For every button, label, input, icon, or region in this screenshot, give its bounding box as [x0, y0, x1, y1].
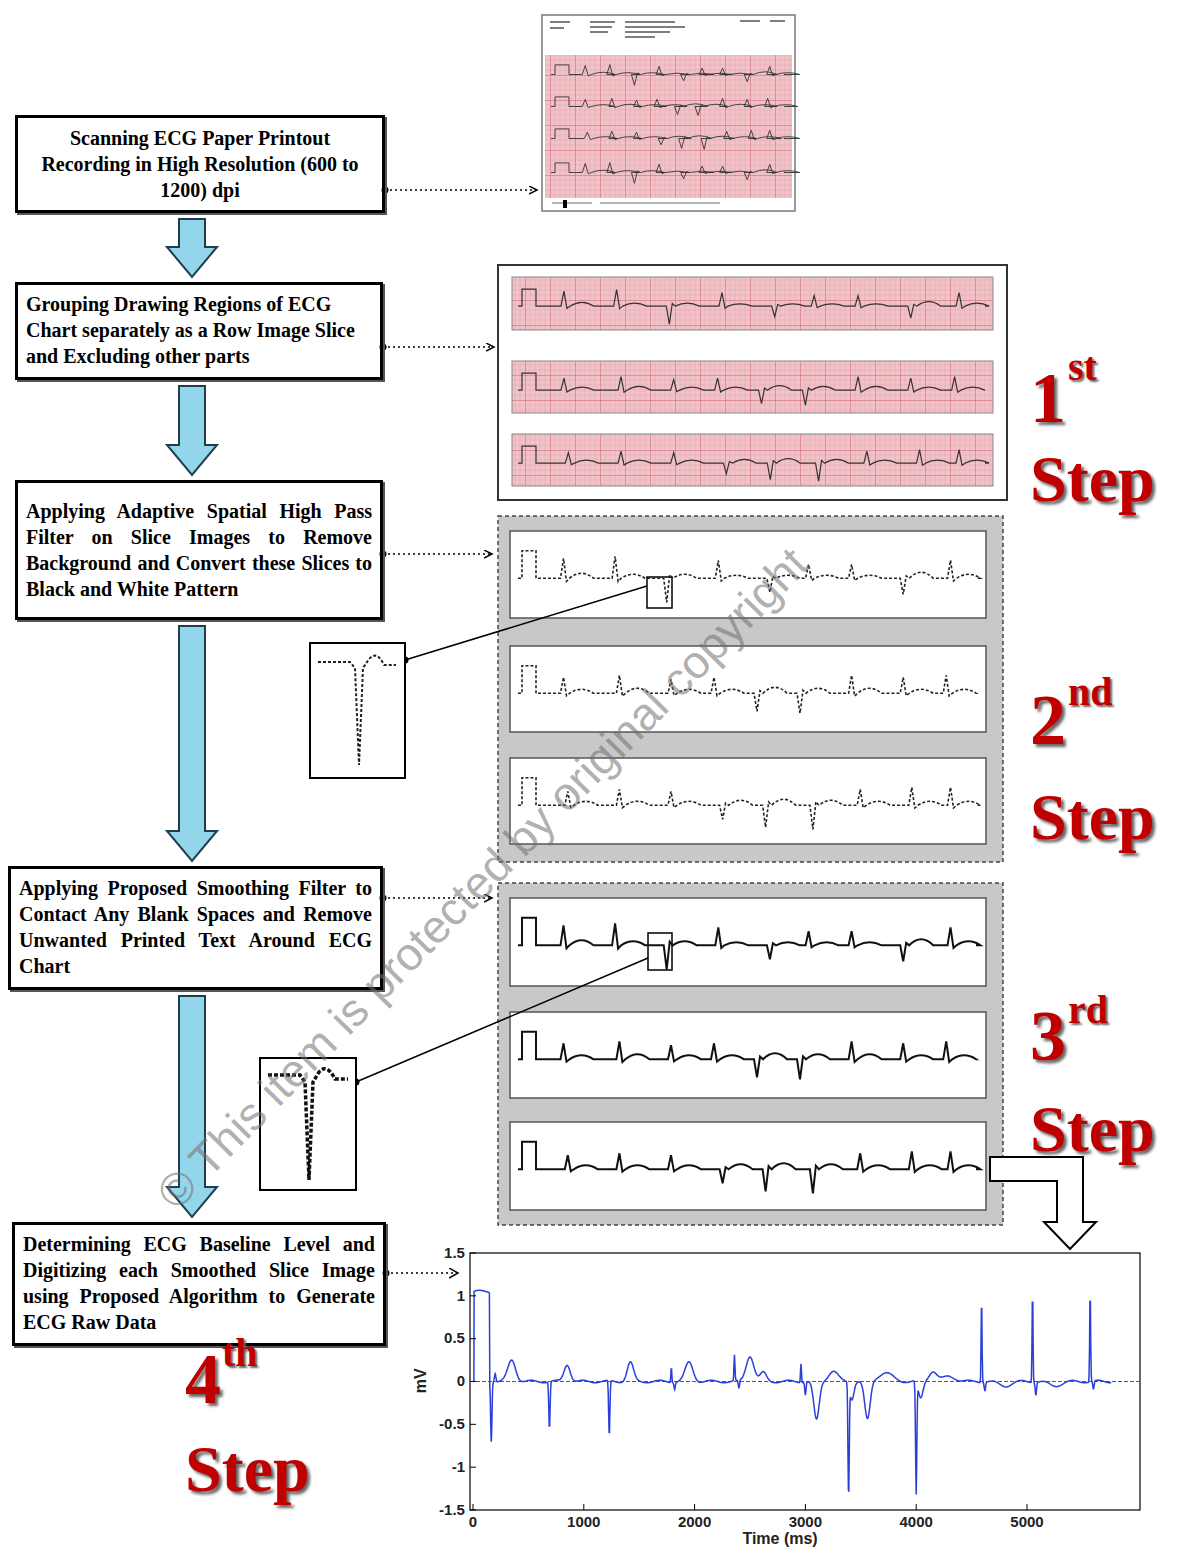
tick-label: 0: [469, 1514, 477, 1531]
box-text: Determining ECG Baseline Level and Digit…: [15, 1225, 383, 1341]
step-suffix: nd: [1068, 672, 1113, 712]
process-box: Determining ECG Baseline Level and Digit…: [12, 1222, 386, 1346]
tick-label: 0.5: [444, 1330, 465, 1347]
step-word: Step: [1030, 784, 1155, 850]
tick-label: 1: [457, 1288, 465, 1305]
leader-line: [405, 586, 647, 660]
flow-arrow: [167, 386, 217, 475]
box-text: Applying Proposed Smoothing Filter to Co…: [11, 869, 380, 985]
tick: [473, 1504, 474, 1510]
slice-trace: [518, 289, 989, 324]
tick-label: -1.5: [439, 1502, 465, 1519]
tick-label: 4000: [900, 1514, 933, 1531]
tick: [916, 1504, 917, 1510]
smooth-slice: [510, 1122, 986, 1210]
step-suffix: th: [222, 1333, 258, 1373]
tick: [470, 1424, 476, 1425]
smooth-panel: [498, 883, 1003, 1225]
flow-arrow: [167, 996, 217, 1217]
slice-trace: [518, 446, 989, 481]
tick-label: 2000: [678, 1514, 711, 1531]
box-text: Grouping Drawing Regions of ECG Chart se…: [18, 285, 380, 375]
traces: [470, 65, 1111, 1510]
process-box: Grouping Drawing Regions of ECG Chart se…: [15, 282, 383, 380]
step-number: 1: [1030, 362, 1066, 434]
bw-trace: [518, 666, 976, 714]
step-suffix: st: [1068, 347, 1097, 387]
pink-slice: [512, 277, 993, 330]
tick-label: 3000: [789, 1514, 822, 1531]
pink-slice: [512, 361, 993, 413]
tick: [470, 1381, 476, 1382]
bw-trace: [518, 551, 981, 603]
scan-trace: [551, 65, 800, 86]
step-suffix: rd: [1068, 990, 1108, 1030]
hollow-arrow: [990, 1157, 1096, 1249]
scan-trace: [551, 163, 800, 184]
tick: [470, 1252, 476, 1253]
smooth-trace: [518, 918, 981, 970]
bw-slice: [510, 646, 986, 732]
tick: [1027, 1504, 1028, 1510]
tick-label: 5000: [1010, 1514, 1043, 1531]
inset: [260, 1058, 356, 1190]
tick-label: -0.5: [439, 1416, 465, 1433]
scan-trace: [551, 129, 800, 149]
tick: [470, 1295, 476, 1296]
bw-panel: [498, 516, 1003, 862]
ecg-signal: [473, 1290, 1111, 1494]
flow-arrow: [167, 219, 217, 277]
process-box: Applying Proposed Smoothing Filter to Co…: [8, 866, 383, 990]
bw-slice: [510, 758, 986, 844]
axis-title: mV: [411, 1369, 429, 1394]
slice-panel: [498, 265, 1007, 500]
step-number: 2: [1030, 684, 1066, 756]
slice-trace: [518, 373, 985, 405]
scan-trace: [551, 97, 798, 116]
bw-trace: [518, 778, 981, 830]
process-box: Applying Adaptive Spatial High Pass Filt…: [15, 480, 383, 620]
tick-label: 1.5: [444, 1245, 465, 1262]
box-text: Scanning ECG Paper Printout Recording in…: [18, 119, 382, 209]
tick: [470, 1467, 476, 1468]
dotted-arrows: [383, 190, 537, 1273]
box-text: Applying Adaptive Spatial High Pass Filt…: [18, 492, 380, 608]
step-word: Step: [1030, 1096, 1155, 1162]
step-word: Step: [185, 1436, 310, 1502]
flow-arrow: [167, 626, 217, 861]
tick-label: 0: [457, 1373, 465, 1390]
pink-slice: [512, 434, 993, 486]
tick: [583, 1504, 584, 1510]
smooth-trace: [518, 1142, 981, 1194]
inset-trace: [318, 656, 396, 765]
tick: [470, 1338, 476, 1339]
plot-frame: [470, 1253, 1140, 1510]
smooth-slice: [510, 1012, 986, 1098]
smooth-slice: [510, 898, 986, 986]
tick: [694, 1504, 695, 1510]
leader-line: [356, 958, 648, 1082]
tick-label: 1000: [567, 1514, 600, 1531]
process-box: Scanning ECG Paper Printout Recording in…: [15, 115, 385, 213]
bw-slice: [510, 531, 986, 618]
step-number: 3: [1030, 1000, 1066, 1072]
step-word: Step: [1030, 446, 1155, 512]
inset: [310, 643, 405, 778]
smooth-trace: [518, 1032, 976, 1080]
step-number: 4: [185, 1343, 221, 1415]
scanned-ecg: [542, 15, 795, 211]
tick: [805, 1504, 806, 1510]
inset-trace: [268, 1069, 348, 1180]
axis-title: Time (ms): [742, 1530, 817, 1548]
tick-label: -1: [452, 1459, 465, 1476]
